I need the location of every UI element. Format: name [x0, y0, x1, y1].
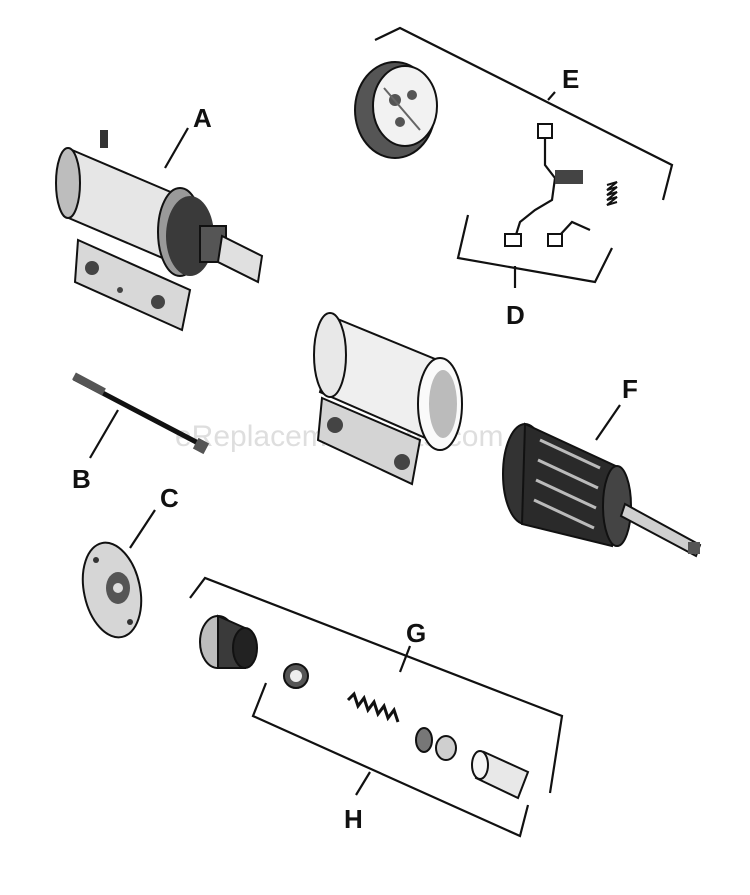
- leader-line-g: [398, 645, 412, 673]
- bracket-e: [374, 26, 674, 201]
- callout-d: D: [506, 300, 525, 330]
- part-f-armature: [502, 422, 702, 558]
- part-b-through-bolt: [72, 372, 210, 455]
- callout-h: H: [344, 804, 363, 834]
- drive-kit-parts: [199, 614, 530, 800]
- bracket-g: [189, 576, 564, 794]
- bracket-d: [456, 214, 613, 284]
- part-c-end-plate: [81, 541, 143, 639]
- leader-line-a: [164, 127, 189, 169]
- callout-f: F: [622, 374, 638, 404]
- drive-stop-nut: [435, 735, 457, 761]
- part-a-starter-motor: [55, 130, 264, 332]
- leader-line-f: [595, 404, 621, 441]
- field-frame-housing: [313, 312, 463, 486]
- drive-pinion-gear: [199, 614, 258, 669]
- part-d-brushes: [504, 123, 618, 247]
- leader-line-b: [89, 409, 119, 459]
- callout-a: A: [193, 103, 212, 133]
- leader-line-c: [129, 509, 156, 549]
- drive-spring: [346, 691, 400, 723]
- leader-line-h: [355, 771, 371, 796]
- callout-g: G: [406, 618, 426, 648]
- leader-line-e: [547, 91, 556, 101]
- bracket-h: [251, 682, 530, 838]
- callout-c: C: [160, 483, 179, 513]
- part-e-end-cap: [354, 61, 438, 159]
- callout-b: B: [72, 464, 91, 494]
- callout-e: E: [562, 64, 579, 94]
- drive-washer: [415, 727, 433, 753]
